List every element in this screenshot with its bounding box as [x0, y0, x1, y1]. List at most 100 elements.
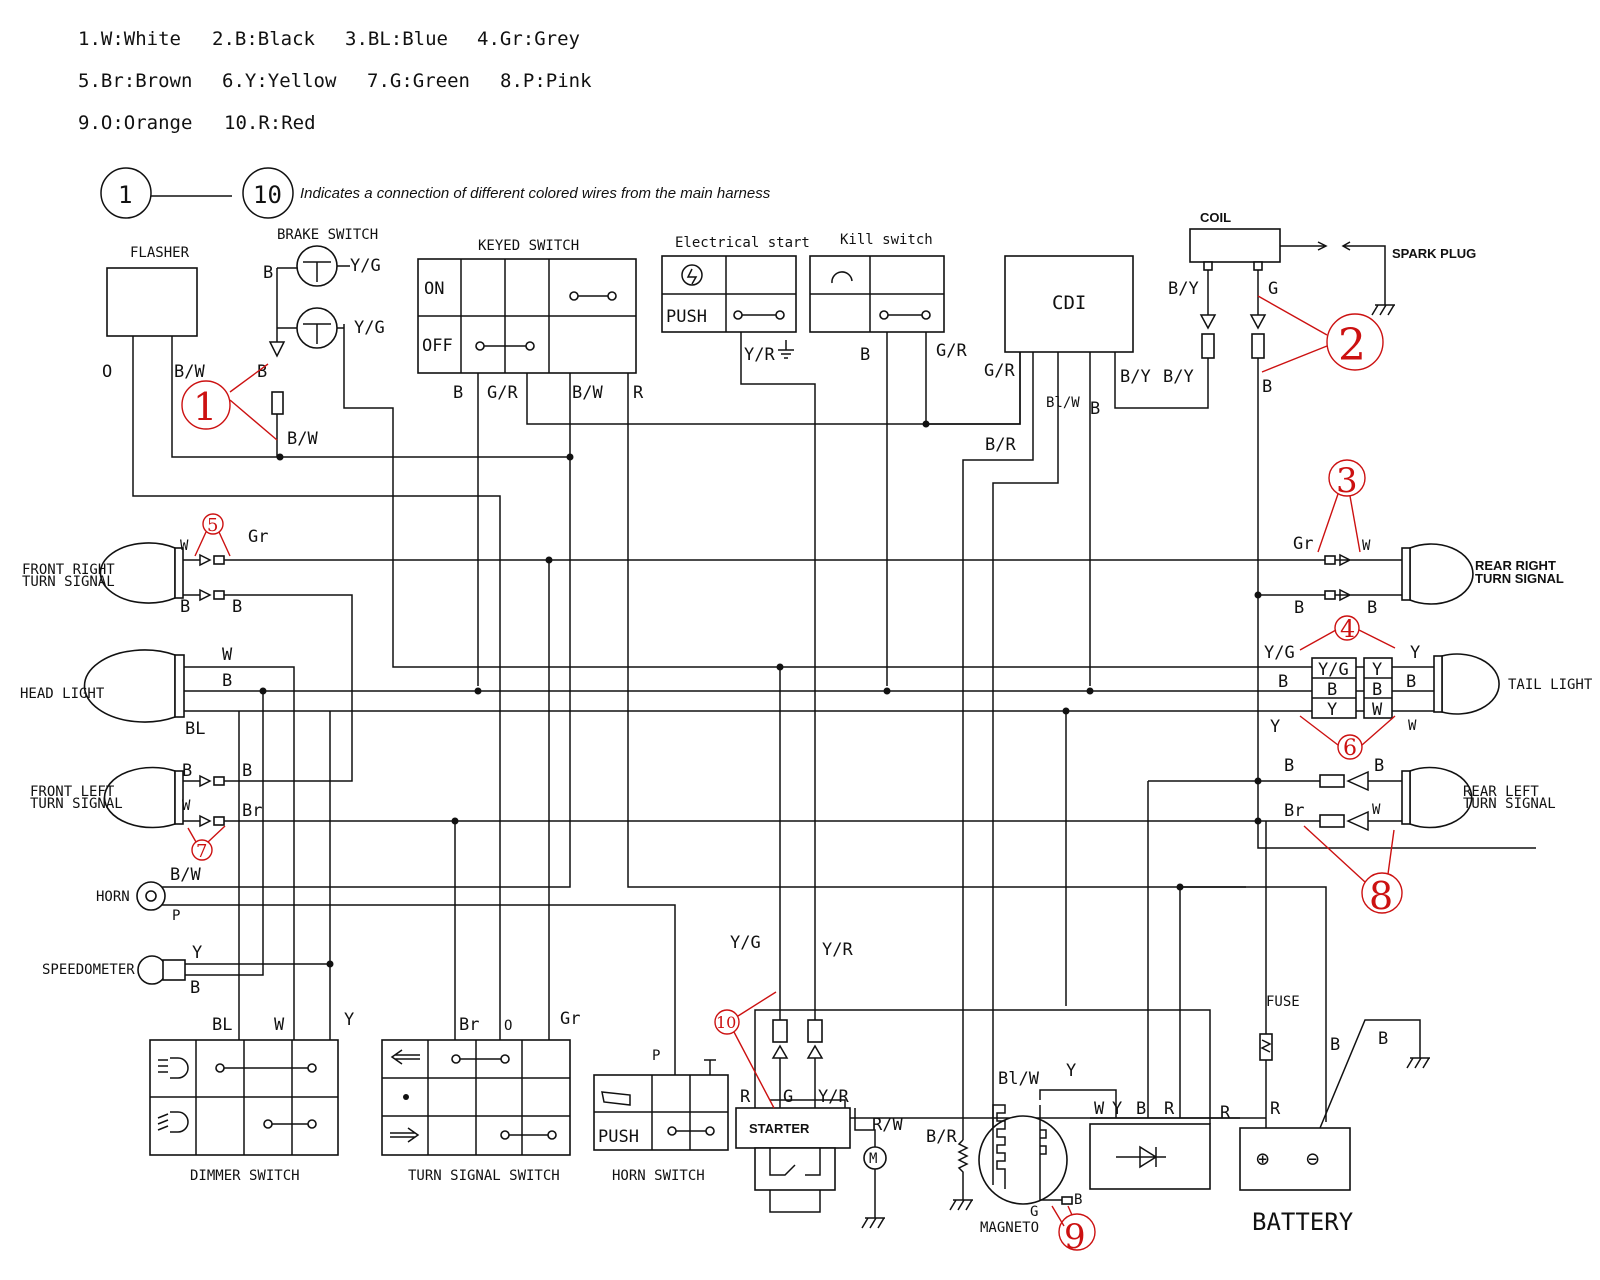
contact — [547, 1130, 557, 1140]
wire-label: B/W — [572, 383, 603, 403]
wire-label: B/W — [170, 865, 201, 885]
front-left-label: TURN SIGNAL — [30, 796, 123, 812]
wire-label: B — [1374, 756, 1384, 776]
horn-switch-label: HORN SWITCH — [612, 1168, 705, 1184]
contact — [921, 310, 931, 320]
callout-5 — [202, 513, 224, 535]
lamp-base — [174, 770, 184, 825]
callout-2 — [1326, 313, 1384, 371]
contact — [307, 1119, 317, 1129]
callout-pointer — [733, 991, 777, 1109]
wire-label: W — [1372, 802, 1381, 818]
callout-label: 7 — [196, 841, 207, 862]
wire-label: Gr — [560, 1009, 580, 1029]
callout-pointer — [1257, 295, 1328, 373]
resistor-icon — [957, 1139, 969, 1200]
contact — [705, 1126, 715, 1136]
turn-signal-grid — [382, 1040, 570, 1155]
wire-label: W — [222, 645, 233, 665]
electrical-start-grid — [662, 256, 796, 332]
wire-label: G/R — [487, 383, 518, 403]
battery-box — [1239, 1127, 1351, 1191]
horn-label: HORN — [96, 889, 130, 905]
keyed-contacts — [478, 295, 612, 347]
contact — [733, 310, 743, 320]
coil-terminal — [1253, 261, 1263, 271]
wire-label: R — [740, 1087, 751, 1107]
wire-label: Gr — [1293, 534, 1313, 554]
arrow-heads — [1317, 241, 1351, 251]
wire-label: P — [652, 1048, 660, 1064]
horn: HORN B/W P — [96, 865, 201, 924]
connector — [1251, 333, 1265, 359]
kill-icon — [831, 271, 853, 284]
starter-relay: STARTER M Y/G Y/R R G Y/R R/W — [730, 933, 903, 1229]
wire-cdi-br — [962, 352, 1034, 1140]
connector — [772, 1019, 788, 1043]
cdi-box — [1004, 255, 1134, 353]
callout-pointer — [1299, 629, 1396, 651]
connector-grid — [1312, 677, 1356, 699]
lamp-bulb — [99, 542, 176, 604]
fuse-label: FUSE — [1266, 994, 1300, 1010]
lamp-bulb — [1409, 543, 1474, 605]
tail-box2: Y — [1372, 660, 1382, 680]
front-right-label: FRONT RIGHT — [22, 562, 115, 578]
lamp-leads — [183, 559, 200, 596]
tail-connector-1 — [1311, 657, 1357, 719]
hs-contacts — [672, 1059, 716, 1132]
rear-right-turn-signal: REAR RIGHT TURN SIGNAL Gr W B B — [1293, 534, 1564, 618]
junction — [451, 817, 459, 825]
wire-label: B — [180, 597, 190, 617]
wire-b-frt — [240, 594, 353, 782]
rear-right-label: REAR RIGHT — [1475, 558, 1556, 573]
callout-10 — [714, 1009, 740, 1035]
magneto-body — [978, 1115, 1068, 1205]
legend-item: 6.Y:Yellow — [222, 70, 337, 92]
contact — [879, 310, 889, 320]
lamp-bulb — [83, 649, 176, 723]
battery-label: BATTERY — [1252, 1208, 1354, 1236]
contact — [307, 1063, 317, 1073]
legend-item: 8.P:Pink — [500, 70, 592, 92]
junction — [1176, 883, 1184, 891]
lamp-base — [1401, 770, 1411, 825]
ground-icon — [1406, 1057, 1430, 1069]
wire-label: Y/G — [354, 318, 385, 338]
ground-icon — [949, 1199, 973, 1211]
junction — [566, 453, 574, 461]
junction — [1254, 777, 1262, 785]
connector — [213, 590, 225, 600]
callout-6 — [1337, 734, 1363, 760]
lamp-leads — [224, 559, 240, 596]
rear-left-label: REAR LEFT — [1463, 784, 1539, 800]
wire-label: W — [1408, 718, 1417, 734]
head-light: HEAD LIGHT W B BL — [20, 645, 233, 739]
junction — [1062, 707, 1070, 715]
ignition-coil: COIL SPARK PLUG B/Y G B — [1168, 210, 1476, 397]
low-beam-icon — [157, 1111, 189, 1133]
callout-label: 1 — [193, 385, 217, 429]
callout-label: 4 — [1340, 615, 1355, 643]
diode-icon — [1116, 1145, 1166, 1169]
junction — [1254, 591, 1262, 599]
lamp-leads — [224, 780, 240, 822]
wire-cdi-gr — [926, 352, 1021, 425]
wire-label: B — [1136, 1099, 1146, 1119]
wire-label: B/W — [174, 362, 205, 382]
callout-label: 5 — [207, 515, 218, 536]
contact — [451, 1054, 461, 1064]
kill-switch-grid — [810, 256, 944, 332]
starter-housing — [754, 1147, 836, 1191]
battery-group: FUSE ⊕ ⊖ BATTERY R R B B — [1220, 994, 1430, 1236]
contact — [775, 310, 785, 320]
tail-box1: B — [1327, 680, 1337, 700]
wire-yg-brake — [343, 324, 1256, 668]
flasher-box — [106, 267, 198, 337]
callout-4 — [1334, 615, 1360, 641]
connector-grid — [1364, 677, 1392, 699]
callout-pointer — [1051, 1205, 1073, 1227]
wire-cdi-by — [1114, 352, 1209, 409]
magneto-label: MAGNETO — [980, 1220, 1039, 1236]
wire-label: Y — [192, 943, 202, 963]
